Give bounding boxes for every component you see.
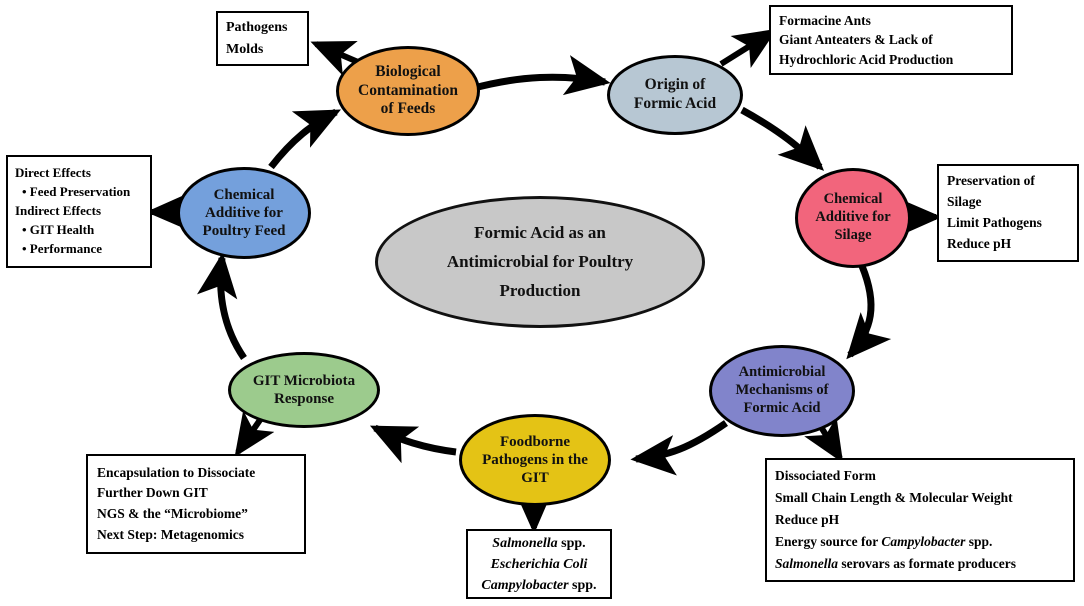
node-label-chemical-additive-poultry-feed: Chemical Additive for Poultry Feed: [202, 186, 286, 240]
center-node-label: Formic Acid as an Antimicrobial for Poul…: [446, 223, 634, 300]
textbox-line: • GIT Health: [22, 221, 95, 237]
textbox-line: • Performance: [22, 240, 102, 256]
textbox-line: Preservation of: [947, 173, 1035, 189]
node-origin-formic-acid[interactable]: Origin of Formic Acid: [607, 55, 743, 135]
textbox-line: Reduce pH: [775, 512, 840, 528]
arrow-foodborne-to-microbiota: [369, 424, 457, 464]
node-label-origin-formic-acid: Origin of Formic Acid: [633, 76, 717, 112]
node-biological-contamination[interactable]: Biological Contamination of Feeds: [336, 46, 480, 136]
node-antimicrobial-mechanisms[interactable]: Antimicrobial Mechanisms of Formic Acid: [709, 345, 855, 437]
textbox-line: NGS & the “Microbiome”: [97, 506, 248, 521]
arrow-microbiota-to-details-box: [234, 410, 275, 457]
textbox-line: Salmonella serovars as formate producers: [775, 555, 1016, 571]
arrow-contamination-to-pathogens-box: [310, 41, 360, 76]
textbox-line: Indirect Effects: [15, 203, 102, 219]
textbox-git-microbiota-details: Encapsulation to Dissociate Further Down…: [86, 454, 306, 554]
textbox-line: • Feed Preservation: [22, 184, 131, 200]
node-label-chemical-additive-silage: Chemical Additive for Silage: [815, 191, 891, 243]
textbox-line: Silage: [947, 194, 982, 210]
textbox-line: Molds: [226, 41, 264, 57]
textbox-origin-details: Formacine Ants Giant Anteaters & Lack of…: [769, 5, 1013, 75]
textbox-line: Giant Anteaters & Lack of: [779, 32, 933, 48]
textbox-line: Dissociated Form: [775, 468, 876, 484]
textbox-line: Hydrochloric Acid Production: [779, 51, 954, 67]
textbox-line: Further Down GIT: [97, 485, 208, 501]
textbox-line: Limit Pathogens: [947, 215, 1042, 230]
arrow-origin-to-silage: [740, 106, 825, 171]
textbox-line: Campylobacter spp.: [481, 577, 597, 593]
node-git-microbiota-response[interactable]: GIT Microbiota Response: [228, 352, 380, 428]
textbox-line: Escherichia Coli: [490, 556, 588, 572]
node-chemical-additive-silage[interactable]: Chemical Additive for Silage: [795, 168, 911, 268]
node-foodborne-pathogens[interactable]: Foodborne Pathogens in the GIT: [459, 414, 611, 506]
node-chemical-additive-poultry-feed[interactable]: Chemical Additive for Poultry Feed: [177, 167, 311, 259]
textbox-line: Next Step: Metagenomics: [97, 526, 244, 542]
arrow-origin-to-details-box: [719, 28, 778, 69]
node-label-antimicrobial-mechanisms: Antimicrobial Mechanisms of Formic Acid: [735, 364, 829, 416]
node-label-foodborne-pathogens: Foodborne Pathogens in the GIT: [482, 433, 588, 487]
textbox-line: Reduce pH: [947, 235, 1012, 251]
textbox-line: Encapsulation to Dissociate: [97, 464, 256, 480]
arrow-mechanisms-to-foodborne: [630, 420, 728, 476]
textbox-line: Direct Effects: [15, 165, 91, 181]
textbox-line: Energy source for Campylobacter spp.: [775, 533, 993, 549]
arrow-poultryfeed-to-contamination: [268, 108, 342, 170]
textbox-line: Formacine Ants: [779, 12, 871, 28]
textbox-line: Salmonella spp.: [492, 535, 586, 551]
textbox-silage-effects: Preservation of Silage Limit Pathogens R…: [937, 164, 1079, 262]
textbox-line: Small Chain Length & Molecular Weight: [775, 490, 1013, 506]
textbox-pathogens-molds: Pathogens Molds: [216, 11, 309, 66]
arrow-silage-to-mechanisms: [846, 264, 892, 360]
textbox-poultry-feed-effects: Direct Effects • Feed Preservation Indir…: [6, 155, 152, 268]
node-label-git-microbiota-response: GIT Microbiota Response: [252, 372, 356, 407]
textbox-mechanisms-details: Dissociated Form Small Chain Length & Mo…: [765, 458, 1075, 582]
textbox-foodborne-pathogens-list: Salmonella spp. Escherichia Coli Campylo…: [466, 529, 612, 599]
arrow-contamination-to-origin: [473, 55, 611, 96]
center-node-formic-acid: Formic Acid as an Antimicrobial for Poul…: [375, 196, 705, 328]
arrow-microbiota-to-poultryfeed: [197, 252, 247, 360]
textbox-line: Pathogens: [226, 19, 288, 35]
node-label-biological-contamination: Biological Contamination of Feeds: [358, 62, 458, 118]
